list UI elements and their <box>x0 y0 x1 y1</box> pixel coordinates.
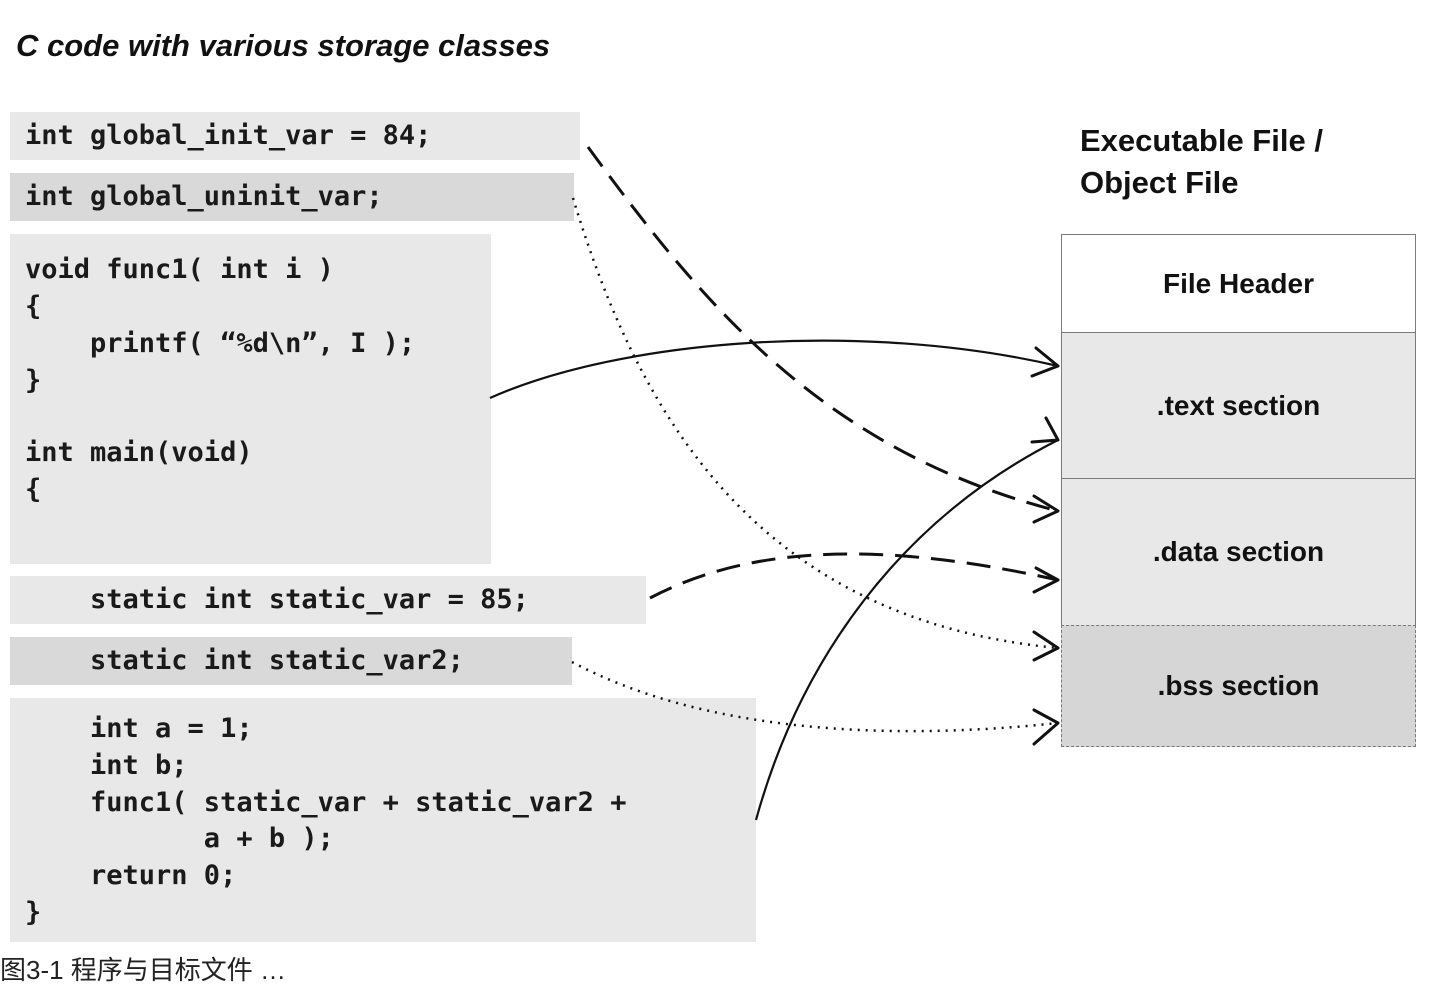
code-line: int global_init_var = 84; <box>25 120 432 151</box>
code-func-block: void func1( int i ) { printf( “%d\n”, I … <box>10 234 491 564</box>
data-section: .data section <box>1061 478 1416 626</box>
code-global-uninit: int global_uninit_var; <box>10 173 574 221</box>
arrow-global-init-to-data <box>586 146 1059 513</box>
arrowhead <box>1030 346 1060 378</box>
diagram-title: C code with various storage classes <box>16 28 551 63</box>
figure-caption: 图3-1 程序与目标文件 … <box>0 955 287 985</box>
file-header-section: File Header <box>1061 234 1416 333</box>
executable-title: Executable File / Object File <box>1080 120 1323 204</box>
code-static-init: static int static_var = 85; <box>10 576 646 624</box>
executable-title-line1: Executable File / <box>1080 123 1323 158</box>
code-line: } <box>25 897 42 928</box>
text-section: .text section <box>1061 332 1416 479</box>
arrow-static-init-to-data <box>649 552 1059 600</box>
code-main-body: int a = 1; int b; func1( static_var + st… <box>10 698 756 942</box>
code-line: func1( static_var + static_var2 + <box>25 787 627 818</box>
executable-title-line2: Object File <box>1080 165 1239 200</box>
code-line: int main(void) <box>25 437 253 468</box>
code-line: static int static_var2; <box>25 645 464 676</box>
code-static-uninit: static int static_var2; <box>10 637 572 685</box>
code-line: } <box>25 365 42 396</box>
arrowhead <box>1032 630 1060 662</box>
bss-section: .bss section <box>1061 625 1416 747</box>
section-label: .text section <box>1156 389 1321 421</box>
code-line: a + b ); <box>25 823 334 854</box>
code-line: { <box>25 474 42 505</box>
code-line: printf( “%d\n”, I ); <box>25 328 416 359</box>
code-line: int global_uninit_var; <box>25 181 383 212</box>
code-line: static int static_var = 85; <box>25 584 529 615</box>
code-line: int a = 1; <box>25 713 253 744</box>
arrow-func-to-text <box>489 339 1059 400</box>
arrowhead <box>1032 494 1060 524</box>
section-label: File Header <box>1163 267 1314 299</box>
code-line: int b; <box>25 750 188 781</box>
code-global-init: int global_init_var = 84; <box>10 112 580 160</box>
code-line: void func1( int i ) <box>25 254 334 285</box>
arrowhead <box>1032 708 1060 746</box>
section-label: .bss section <box>1157 670 1320 701</box>
arrowhead <box>1032 566 1060 594</box>
arrowhead <box>1030 416 1060 444</box>
code-line: { <box>25 291 42 322</box>
section-label: .data section <box>1152 536 1325 567</box>
code-line: return 0; <box>25 860 237 891</box>
arrow-main-to-text <box>754 439 1059 821</box>
